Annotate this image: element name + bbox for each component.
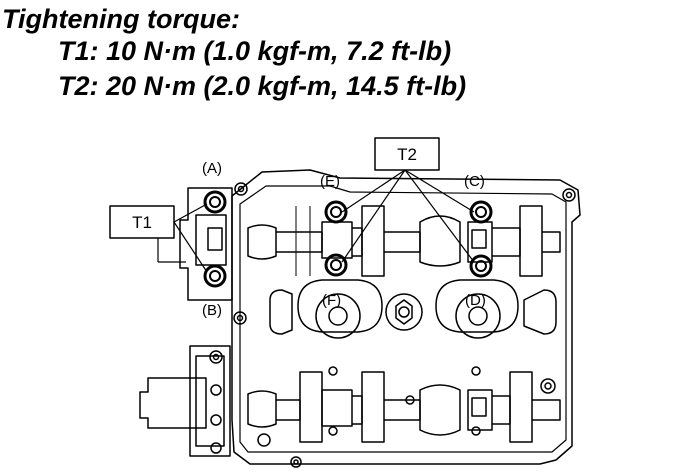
bolt-label-d: (D) — [465, 292, 486, 309]
bolt-label-b: (B) — [202, 302, 222, 319]
bolt-a — [203, 190, 227, 214]
bolt-label-f: (F) — [322, 292, 341, 309]
lower-side-actuator — [139, 345, 231, 457]
t2-box-label: T2 — [397, 145, 417, 164]
lower-camshaft — [247, 371, 561, 443]
t1-torque-spec: T1: 10 N·m (1.0 kgf-m, 7.2 ft-lb) — [58, 36, 452, 66]
housing-bolts — [209, 182, 576, 468]
head-inner-outline — [239, 185, 567, 453]
bolt-d — [469, 254, 493, 278]
t1-leader-lines — [157, 203, 208, 273]
t2-leader-lines — [341, 169, 475, 263]
t2-torque-spec: T2: 20 N·m (2.0 kgf-m, 14.5 ft-lb) — [58, 71, 467, 101]
upper-camshaft — [247, 205, 561, 277]
center-bosses — [269, 279, 557, 339]
bolt-e — [324, 200, 348, 224]
torque-heading: Tightening torque: — [2, 4, 240, 34]
bolt-b — [203, 264, 227, 288]
t1-callout-box — [109, 205, 175, 239]
bolt-f — [324, 253, 348, 277]
bolt-label-c: (C) — [464, 173, 485, 190]
t2-callout-box — [374, 137, 440, 171]
cylinder-head-outline — [231, 169, 581, 465]
bolt-label-e: (E) — [320, 173, 340, 190]
t1-box-label: T1 — [132, 213, 152, 232]
bolt-label-a: (A) — [202, 160, 222, 177]
bolt-c — [469, 200, 493, 224]
